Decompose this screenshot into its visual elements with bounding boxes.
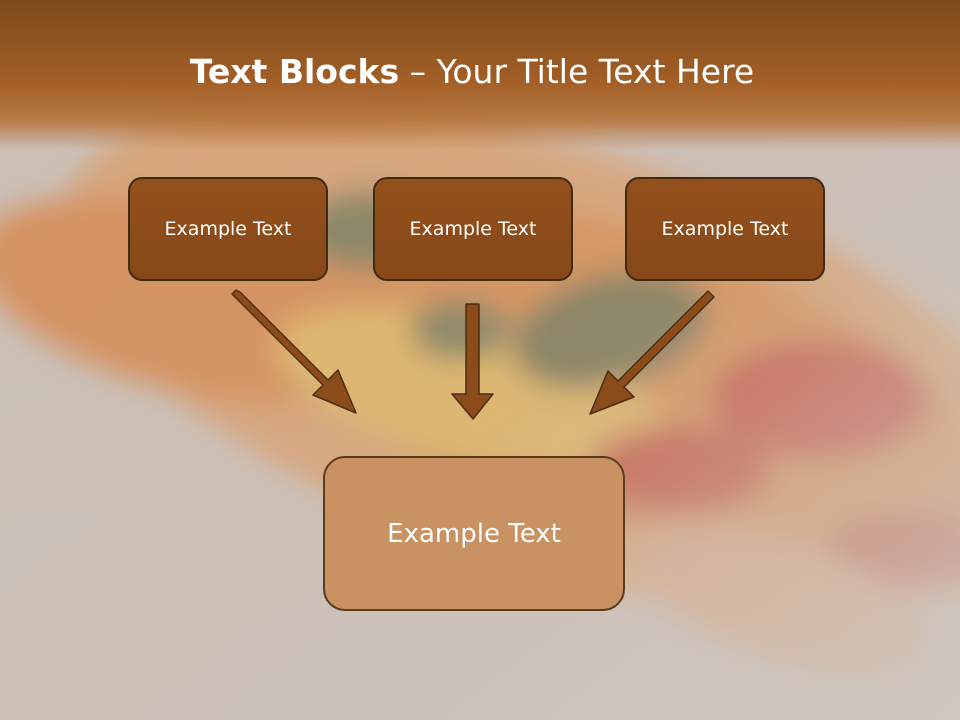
title-rest-part: – Your Title Text Here: [399, 52, 755, 91]
text-box-3-label: Example Text: [661, 218, 789, 240]
text-box-2: Example Text: [373, 177, 573, 281]
title-bar: [0, 0, 960, 150]
text-box-result: Example Text: [323, 456, 625, 611]
text-box-3: Example Text: [625, 177, 825, 281]
slide-title: Text Blocks – Your Title Text Here: [0, 52, 944, 91]
text-box-1: Example Text: [128, 177, 328, 281]
title-bold-part: Text Blocks: [189, 52, 400, 91]
text-box-result-label: Example Text: [387, 518, 561, 549]
text-box-1-label: Example Text: [164, 218, 292, 240]
text-box-2-label: Example Text: [409, 218, 537, 240]
